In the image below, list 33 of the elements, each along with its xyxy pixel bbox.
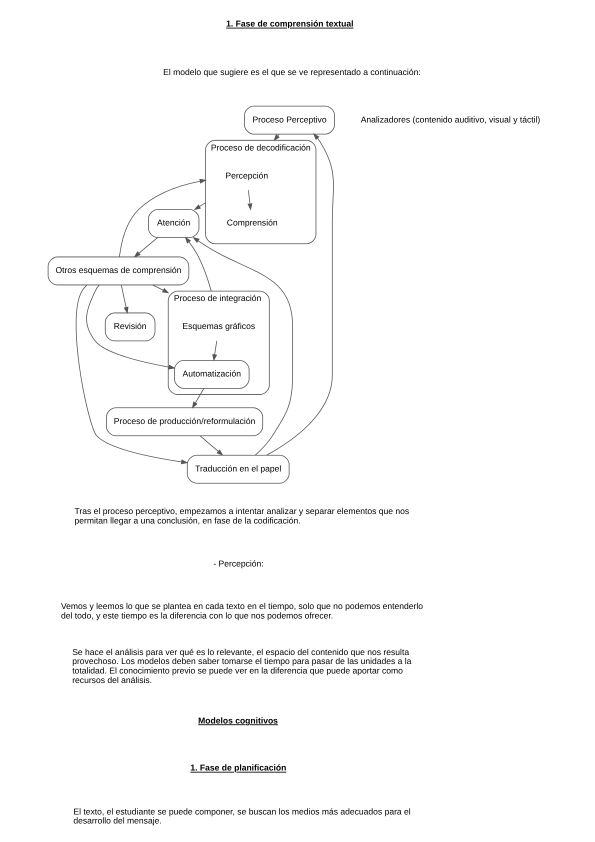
node-box: Revisión [104,312,156,342]
node-text: Percepción [225,170,268,180]
node-box: Proceso Perceptivo [244,106,336,134]
label: 1. Fase de planificación [190,762,286,773]
label: 1. Fase de comprensión textual [226,18,354,29]
arrow [212,340,218,362]
node-text: Comprensión [226,218,278,228]
arrow [86,284,176,370]
label: El texto, el estudiante se puede componer, se buscan los medios más adecuados para el desarrollo del mensaje. [73,806,411,826]
label: Tras el proceso perceptivo, empezamos a intentar analizar y separar elementos que nos permitan llegar a una conclusión, en fase de la codificación. [74,506,410,526]
label: Vemos y leemos lo que se plantea en cada texto en el tiempo, solo que no podemos entenderlo del todo, y este tiempo es la diferencia con lo que nos podemos ofrecer. [60,601,423,620]
node-label: Analizadores (contenido auditivo, visual y táctil) [360,114,540,124]
arrow [266,133,334,456]
node-box: Automatización [174,360,250,389]
arrow [192,237,294,456]
arrow [200,435,224,456]
arrow [152,284,170,294]
arrow [184,236,212,292]
arrow [76,284,188,464]
label: - Percepción: [213,558,264,568]
label: Se hace el análisis para ver qué es lo relevante, el espacio del contenido que nos resulta provechoso. Los modelos deben saber tomarse el tiempo para pasar de las unidades a la totalidad. El conocimiento previo se puede ver en la diferencia que puede aportar como recursos del análisis. [72,646,412,685]
node-text: Esquemas gráficos [182,321,256,332]
node-box: Otros esquemas de comprensión [48,256,190,286]
arrow [120,284,128,314]
node-box: Proceso de producción/reformulación [106,407,264,436]
node-box: Traducción en el papel [186,454,290,484]
arrow [134,237,158,258]
label: Modelos cognitivos [198,715,278,726]
node-box: Atención [148,209,200,238]
arrow [248,190,252,210]
label: El modelo que sugiere es el que se ve representado a continuación: [163,66,421,77]
arrow [274,134,280,142]
arrow [192,388,204,409]
